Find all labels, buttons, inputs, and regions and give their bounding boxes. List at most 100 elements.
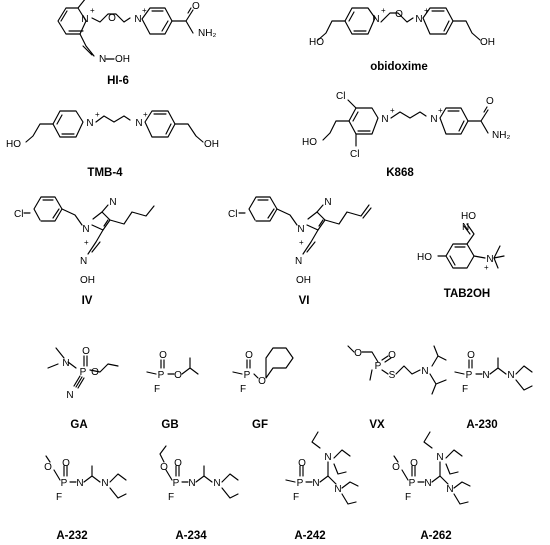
label-gb: GB (161, 419, 178, 431)
a234-n-imine: N (188, 478, 195, 489)
iv-n-oxime: N (80, 256, 87, 267)
k868-n-ring1: N (381, 114, 388, 125)
tmb4-oh-right: OH (204, 139, 219, 150)
tab2oh-charge: + (484, 263, 489, 272)
gb-f: F (154, 384, 160, 395)
label-k868: K868 (386, 167, 414, 179)
a230-o-double: O (467, 350, 475, 361)
gb-o-ester: O (174, 370, 182, 381)
gb-o-double: O (159, 350, 167, 361)
a230-n-amine: N (507, 370, 514, 381)
a234-p: P (173, 478, 180, 489)
k868-cl-bottom: Cl (350, 149, 359, 160)
label-a242: A-242 (294, 530, 325, 542)
a242-p: P (297, 478, 304, 489)
a242-n-bottom: N (334, 484, 341, 495)
label-vx: VX (369, 419, 385, 431)
hi6-n-oxime: N (99, 54, 106, 65)
tab2oh-oh: HO (461, 211, 476, 222)
vx-o-double: O (388, 350, 396, 361)
label-obidoxime: obidoxime (370, 61, 428, 73)
gf-o-ester: O (258, 376, 266, 387)
tab2oh-n-plus: N (486, 254, 493, 265)
iv-n-plus: N (82, 224, 89, 235)
a262-p: P (409, 478, 416, 489)
label-iv: IV (82, 295, 93, 307)
iv-n-ring: N (109, 197, 116, 208)
vx-s: S (389, 370, 396, 381)
vi-n-oxime: N (295, 256, 302, 267)
vx-n: N (421, 366, 428, 377)
structure-a242 (285, 431, 359, 505)
hi6-oh: OH (115, 54, 130, 65)
k868-amide-o: O (486, 96, 494, 107)
structure-hi6 (57, 0, 194, 57)
label-a232: A-232 (56, 530, 87, 542)
hi6-amide-n: NH₂ (198, 28, 216, 39)
structure-gb (146, 357, 199, 375)
vx-o-methoxy: O (354, 348, 362, 359)
tmb4-n-ring1: N (86, 118, 93, 129)
a232-o-methoxy: O (44, 462, 52, 473)
a262-f: F (405, 492, 411, 503)
vi-charge: + (299, 238, 304, 247)
label-a230: A-230 (466, 419, 497, 431)
label-tab2oh: TAB2OH (444, 288, 490, 300)
obidoxime-charge1: + (381, 6, 386, 15)
k868-cl-top: Cl (336, 91, 345, 102)
structure-a262 (393, 431, 471, 505)
tmb4-charge1: + (95, 110, 100, 119)
a232-f: F (56, 492, 62, 503)
obidoxime-n-ring2: N (415, 14, 422, 25)
a242-n-imine: N (312, 478, 319, 489)
obidoxime-oh-left: HO (309, 37, 324, 48)
iv-charge: + (84, 238, 89, 247)
structure-a232 (45, 455, 127, 499)
hi6-charge2: + (142, 6, 147, 15)
label-tmb4: TMB-4 (87, 167, 123, 179)
gf-o-double: O (245, 350, 253, 361)
ga-n: N (62, 358, 69, 369)
hi6-n-ring2: N (134, 14, 141, 25)
structure-ga (47, 347, 119, 389)
a262-n-top: N (436, 452, 443, 463)
label-a262: A-262 (420, 530, 451, 542)
a262-n-bottom: N (446, 484, 453, 495)
structure-gf (232, 347, 294, 379)
k868-charge2: + (438, 106, 443, 115)
obidoxime-o-bridge: O (395, 9, 403, 20)
label-gf: GF (252, 419, 268, 431)
k868-oh: HO (302, 137, 317, 148)
k868-charge1: + (390, 106, 395, 115)
structure-k868 (322, 99, 489, 147)
structure-iv (23, 196, 155, 255)
iv-cl: Cl (14, 209, 23, 220)
a230-p: P (466, 370, 473, 381)
structure-tab2oh (437, 223, 505, 269)
a242-o-double: O (298, 458, 306, 469)
iv-oh: OH (80, 275, 95, 286)
hi6-charge1: + (90, 6, 95, 15)
a232-o-double: O (62, 458, 70, 469)
tab2oh-ho: HO (417, 252, 432, 263)
ga-p: P (80, 367, 87, 378)
vi-oh: OH (296, 275, 311, 286)
tab2oh-n-oxime: N (462, 222, 469, 233)
vi-cl: Cl (228, 209, 237, 220)
tmb4-oh-left: HO (6, 139, 21, 150)
k868-amide-n: NH₂ (492, 130, 510, 141)
a232-p: P (61, 478, 68, 489)
structure-a234 (159, 445, 239, 499)
a234-o-ethoxy: O (160, 462, 168, 473)
ga-o-ester: O (91, 367, 99, 378)
gb-p: P (158, 370, 165, 381)
label-ga: GA (70, 419, 87, 431)
a262-n-imine: N (424, 478, 431, 489)
gf-p: P (244, 370, 251, 381)
a234-f: F (168, 492, 174, 503)
label-a234: A-234 (175, 530, 207, 542)
label-hi6: HI-6 (107, 75, 129, 87)
hi6-n-ring1: N (81, 14, 88, 25)
structure-tmb4 (25, 110, 204, 143)
